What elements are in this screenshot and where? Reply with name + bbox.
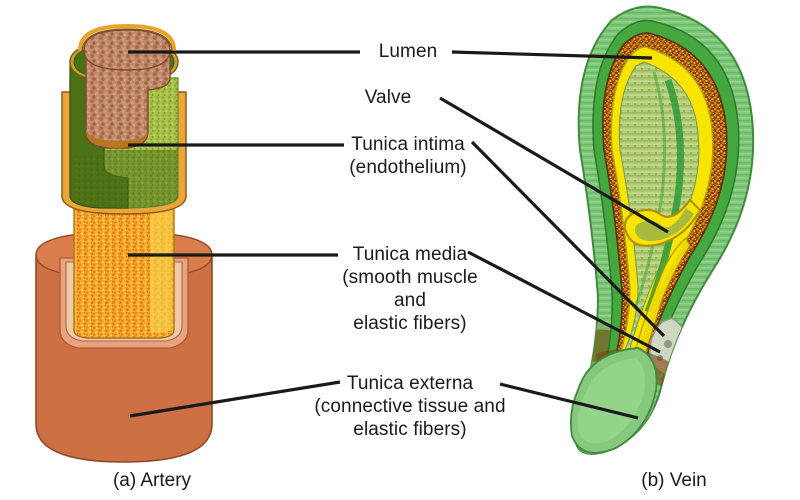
label-tunica-media: Tunica media (smooth muscle and elastic … (342, 244, 478, 334)
label-lumen: Lumen (378, 41, 438, 62)
caption-vein: (b) Vein (641, 470, 707, 491)
label-tunica-externa: Tunica externa (connective tissue and el… (314, 373, 506, 440)
label-valve: Valve (364, 87, 412, 108)
label-tunica-intima: Tunica intima (endothelium) (349, 134, 467, 178)
caption-artery: (a) Artery (112, 470, 192, 491)
